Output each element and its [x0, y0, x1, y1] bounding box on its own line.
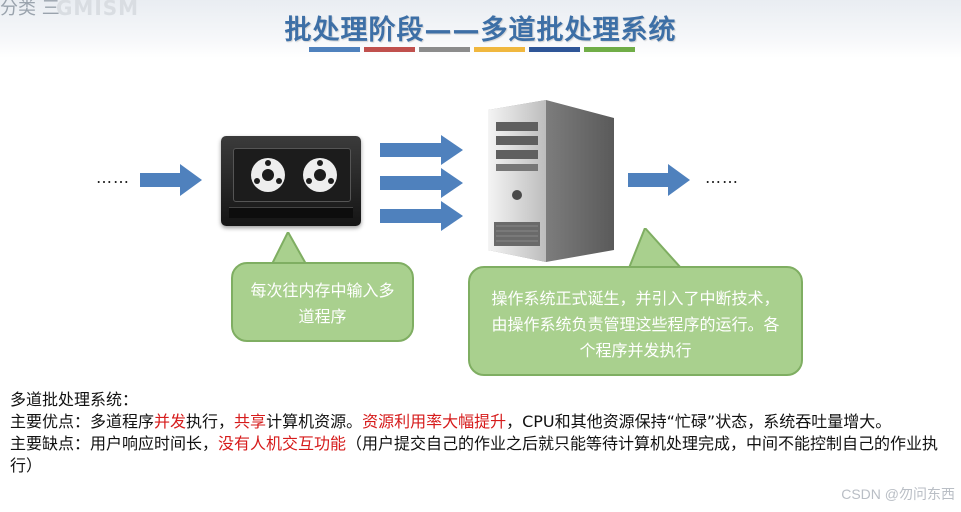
text-span: 执行，: [186, 412, 235, 431]
stripe: [364, 47, 415, 52]
disadvantages-text: 主要缺点：用户响应时间长，没有人机交互功能（用户提交自己的作业之后就只能等待计算…: [10, 433, 960, 477]
text-span: 主要优点：多道程序: [10, 412, 155, 431]
slide-body-text: 多道批处理系统： 主要优点：多道程序并发执行，共享计算机资源。资源利用率大幅提升…: [10, 389, 960, 477]
callout-tail: [270, 232, 308, 265]
text-span: ，CPU和其他资源保持“忙碌”状态，系统吞吐量增大。: [506, 412, 892, 431]
stripe: [309, 47, 360, 52]
corner-logo: GMISM: [56, 0, 140, 20]
text-span: （用户提交自己的作业之后就只能等待计算机处理完成，中间不能控制自己的作业执行）: [10, 434, 939, 475]
tape-window: [233, 148, 351, 202]
arrow-right-icon: [380, 135, 463, 165]
text-span: 计算机资源。: [266, 412, 363, 431]
title-color-stripes: [309, 47, 635, 52]
highlight-span: 资源利用率大幅提升: [362, 412, 507, 431]
arrow-right-icon: [380, 168, 463, 198]
arrow-right-icon: [380, 201, 463, 231]
callout-os-birth: 操作系统正式诞生，并引入了中断技术，由操作系统负责管理这些程序的运行。各个程序并…: [468, 266, 803, 376]
arrow-right-icon: [140, 164, 202, 196]
arrow-right-icon: [628, 164, 690, 196]
right-ellipsis: ……: [705, 168, 739, 187]
watermark: CSDN @勿问东西: [841, 486, 955, 502]
highlight-span: 并发: [154, 412, 187, 431]
stripe: [529, 47, 580, 52]
tape-reels: [251, 158, 337, 192]
stripe: [474, 47, 525, 52]
server-tower-icon: [488, 100, 614, 262]
tape-slot: [229, 207, 353, 218]
corner-label: 分类 三: [0, 0, 60, 19]
highlight-span: 没有人机交互功能: [218, 434, 347, 453]
heading-text: 多道批处理系统：: [10, 390, 139, 409]
left-ellipsis: ……: [96, 168, 130, 187]
text-span: 主要缺点：用户响应时间长，: [10, 434, 219, 453]
highlight-span: 共享: [234, 412, 267, 431]
callout-input-programs: 每次往内存中输入多道程序: [231, 262, 414, 342]
stripe: [584, 47, 635, 52]
tape-reel-icon: [221, 136, 361, 226]
advantages-text: 主要优点：多道程序并发执行，共享计算机资源。资源利用率大幅提升，CPU和其他资源…: [10, 411, 960, 433]
slide-title: 批处理阶段——多道批处理系统: [284, 15, 677, 46]
callout-tail: [627, 228, 684, 269]
stripe: [419, 47, 470, 52]
